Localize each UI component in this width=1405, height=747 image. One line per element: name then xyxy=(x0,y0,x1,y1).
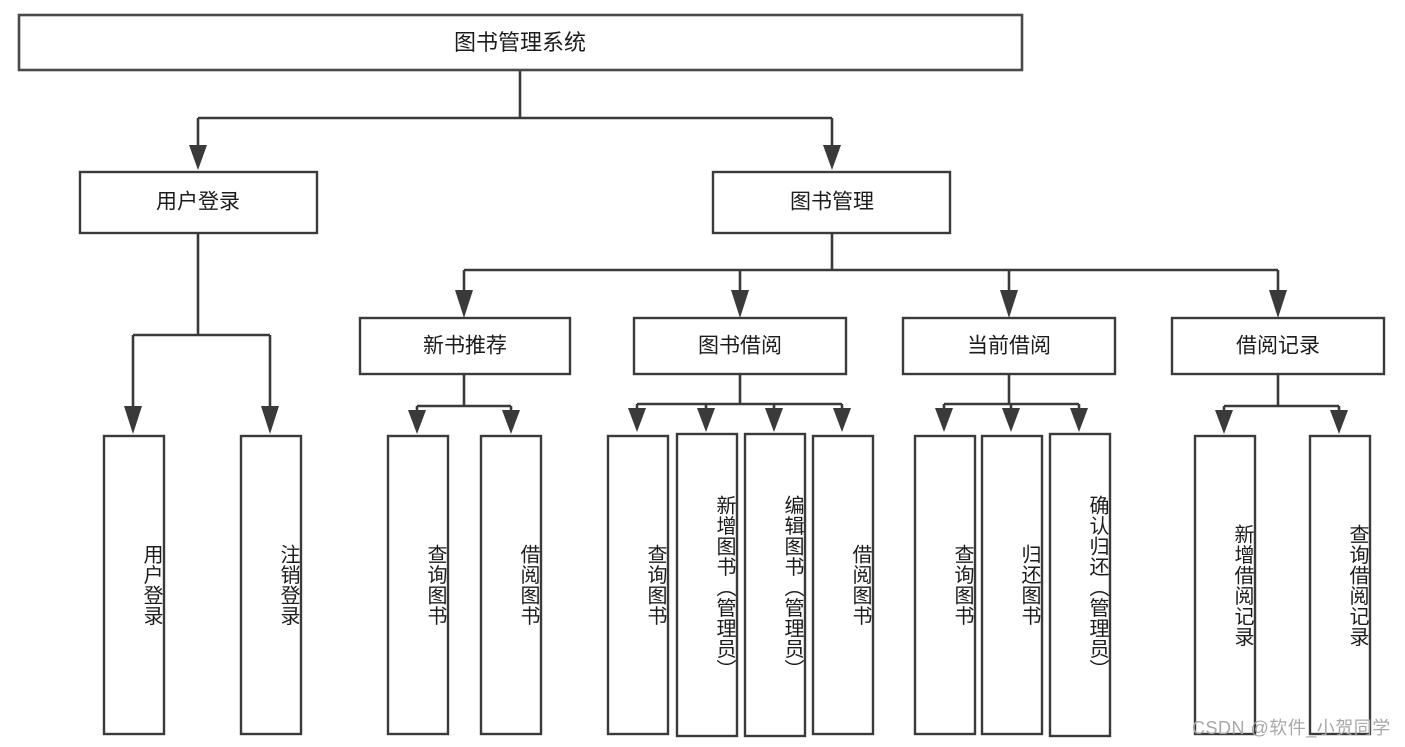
arrow-head-icon xyxy=(124,406,142,434)
node-leaf-confirm-return-box xyxy=(1048,432,1112,738)
node-leaf-edit-book[interactable]: 编辑图书（管理员） xyxy=(743,432,807,738)
node-current-borrow[interactable]: 当前借阅 xyxy=(901,316,1117,376)
node-leaf-query-book-1-label: 查询图书 xyxy=(424,544,446,626)
node-leaf-logout-login-box xyxy=(239,434,303,736)
node-leaf-add-borrow-record-box xyxy=(1193,434,1257,736)
node-leaf-logout-login-label: 注销登录 xyxy=(277,544,299,626)
node-book-borrow-label: 图书借阅 xyxy=(698,335,782,358)
arrow-head-icon xyxy=(765,408,783,432)
connector-root-to-level2 xyxy=(189,70,841,170)
arrow-head-icon xyxy=(408,410,426,434)
connector-bookmgmt-to-level3 xyxy=(455,233,1287,318)
node-leaf-query-borrow-record-label: 查询借阅记录 xyxy=(1346,523,1368,647)
node-new-book-recommend-box xyxy=(358,316,572,376)
node-leaf-query-book-2-label: 查询图书 xyxy=(644,544,666,626)
node-root-box xyxy=(17,13,1024,72)
connector-newbook-to-leaves xyxy=(408,374,520,434)
connector-userlogin-to-leaves xyxy=(124,233,279,434)
arrow-head-icon xyxy=(455,290,473,318)
connector-currentborrow-to-leaves xyxy=(935,374,1088,432)
arrow-head-icon xyxy=(697,408,715,432)
node-leaf-query-borrow-record-box xyxy=(1308,434,1372,736)
node-leaf-borrow-book-2-box xyxy=(811,434,875,736)
node-leaf-borrow-book-2-label: 借阅图书 xyxy=(849,544,871,626)
arrow-head-icon xyxy=(502,410,520,434)
arrow-head-icon xyxy=(1070,408,1088,432)
node-current-borrow-label: 当前借阅 xyxy=(967,335,1051,358)
connector-bookborrow-to-leaves xyxy=(628,374,851,432)
node-leaf-query-book-3-label: 查询图书 xyxy=(951,544,973,626)
node-leaf-borrow-book-1[interactable]: 借阅图书 xyxy=(479,434,543,736)
arrow-head-icon xyxy=(1330,410,1348,434)
node-leaf-logout-login[interactable]: 注销登录 xyxy=(239,434,303,736)
node-new-book-recommend[interactable]: 新书推荐 xyxy=(358,316,572,376)
arrow-head-icon xyxy=(833,408,851,432)
node-book-management[interactable]: 图书管理 xyxy=(711,170,952,235)
node-borrow-record-box xyxy=(1170,316,1386,376)
node-leaf-return-book[interactable]: 归还图书 xyxy=(980,434,1044,736)
node-leaf-query-book-1[interactable]: 查询图书 xyxy=(386,434,450,736)
node-book-borrow-box xyxy=(632,316,848,376)
node-leaf-confirm-return[interactable]: 确认归还（管理员） xyxy=(1048,432,1112,738)
node-leaf-add-book[interactable]: 新增图书（管理员） xyxy=(675,432,739,738)
arrow-head-icon xyxy=(189,145,207,170)
node-leaf-query-book-2-box xyxy=(606,434,670,736)
node-root[interactable]: 图书管理系统 xyxy=(17,13,1024,72)
node-root-label: 图书管理系统 xyxy=(454,30,586,55)
node-leaf-query-book-2[interactable]: 查询图书 xyxy=(606,434,670,736)
node-leaf-return-book-box xyxy=(980,434,1044,736)
node-book-management-label: 图书管理 xyxy=(790,191,874,214)
arrow-head-icon xyxy=(935,408,953,432)
arrow-head-icon xyxy=(823,145,841,170)
node-leaf-add-borrow-record[interactable]: 新增借阅记录 xyxy=(1193,434,1257,736)
arrow-head-icon xyxy=(1000,290,1018,318)
arrow-head-icon xyxy=(1215,410,1233,434)
connector-borrowrecord-to-leaves xyxy=(1215,374,1348,434)
node-leaf-query-book-3-box xyxy=(913,434,977,736)
node-leaf-edit-book-box xyxy=(743,432,807,738)
node-user-login-label: 用户登录 xyxy=(156,191,240,214)
node-leaf-edit-book-label: 编辑图书（管理员） xyxy=(781,494,803,680)
node-leaf-return-book-label: 归还图书 xyxy=(1018,544,1040,626)
node-leaf-query-book-3[interactable]: 查询图书 xyxy=(913,434,977,736)
node-leaf-borrow-book-1-label: 借阅图书 xyxy=(517,544,539,626)
arrow-head-icon xyxy=(628,408,646,432)
node-new-book-recommend-label: 新书推荐 xyxy=(423,335,507,358)
node-user-login-box xyxy=(78,170,319,235)
arrow-head-icon xyxy=(261,406,279,434)
node-leaf-confirm-return-label: 确认归还（管理员） xyxy=(1086,494,1108,680)
node-leaf-query-borrow-record[interactable]: 查询借阅记录 xyxy=(1308,434,1372,736)
node-book-management-box xyxy=(711,170,952,235)
node-leaf-add-book-box xyxy=(675,432,739,738)
node-leaf-user-login[interactable]: 用户登录 xyxy=(102,434,166,736)
arrow-head-icon xyxy=(731,290,749,318)
node-leaf-add-borrow-record-label: 新增借阅记录 xyxy=(1231,523,1253,647)
node-leaf-query-book-1-box xyxy=(386,434,450,736)
node-leaf-borrow-book-2[interactable]: 借阅图书 xyxy=(811,434,875,736)
arrow-head-icon xyxy=(1002,408,1020,432)
node-current-borrow-box xyxy=(901,316,1117,376)
node-leaf-add-book-label: 新增图书（管理员） xyxy=(713,494,735,680)
node-leaf-borrow-book-1-box xyxy=(479,434,543,736)
node-leaf-user-login-box xyxy=(102,434,166,736)
node-user-login[interactable]: 用户登录 xyxy=(78,170,319,235)
node-leaf-user-login-label: 用户登录 xyxy=(140,544,162,626)
node-borrow-record-label: 借阅记录 xyxy=(1236,335,1320,358)
node-borrow-record[interactable]: 借阅记录 xyxy=(1170,316,1386,376)
arrow-head-icon xyxy=(1269,290,1287,318)
node-book-borrow[interactable]: 图书借阅 xyxy=(632,316,848,376)
